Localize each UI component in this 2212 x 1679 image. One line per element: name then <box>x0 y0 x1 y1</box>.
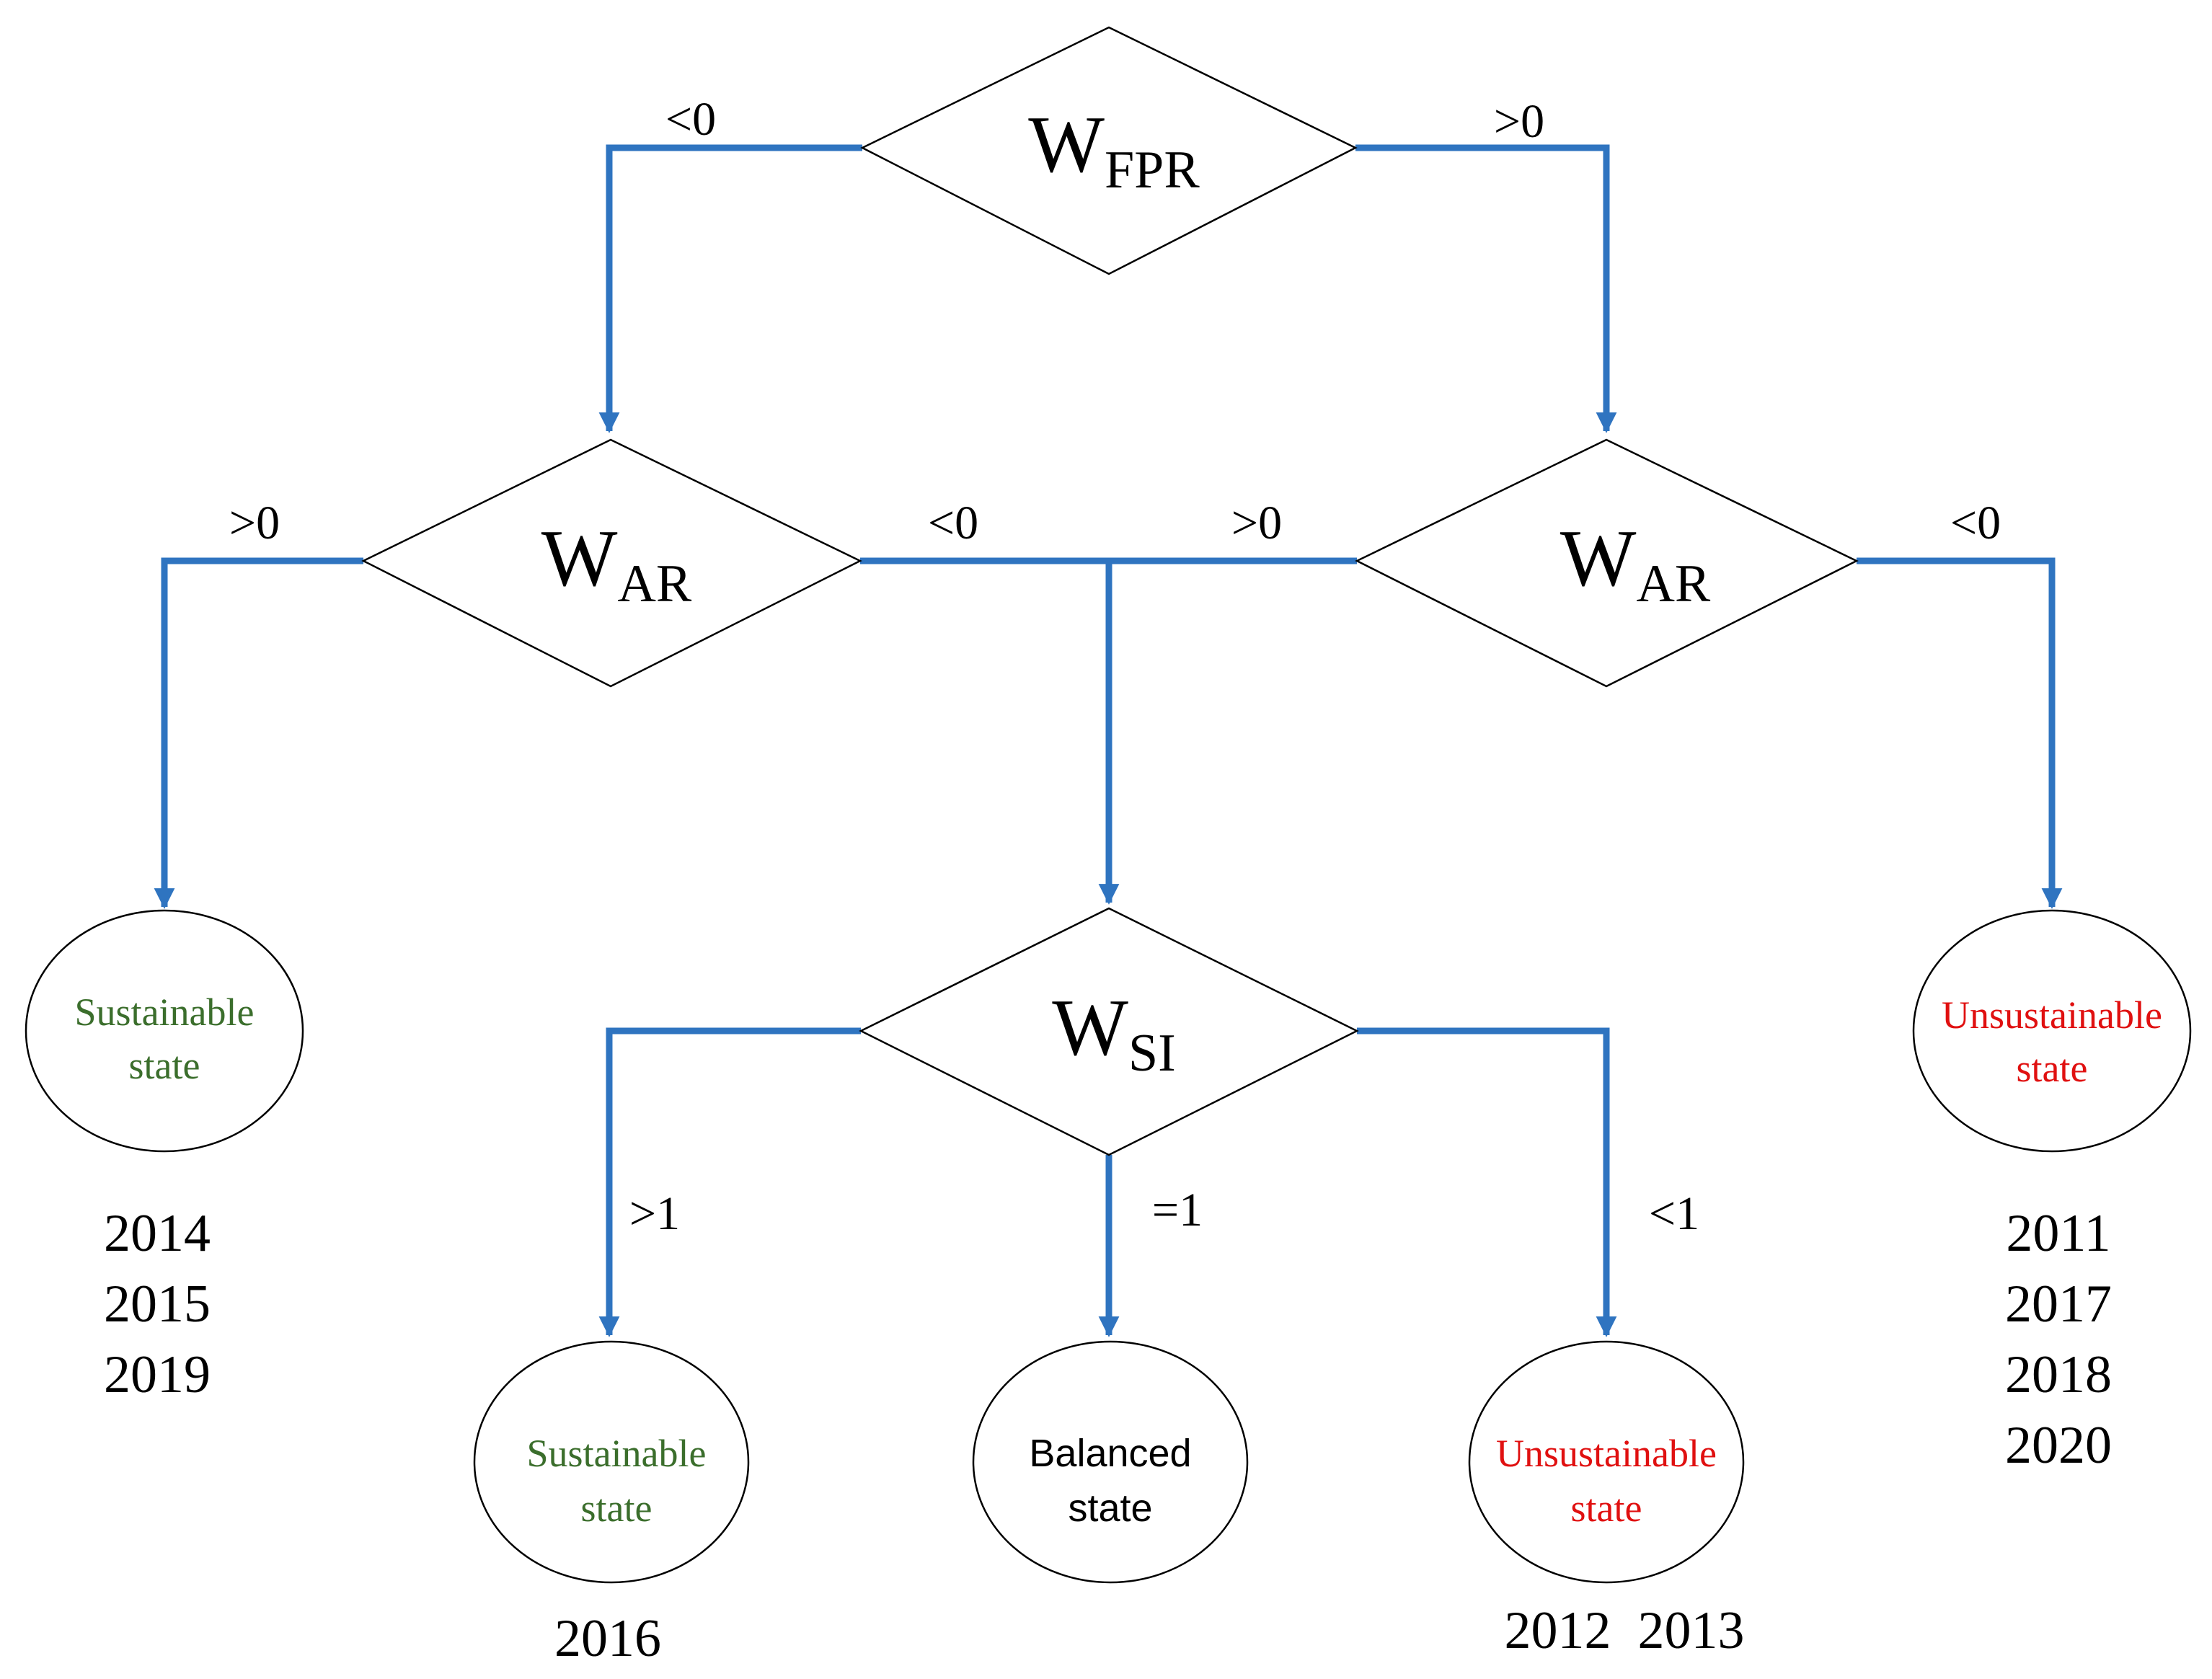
decision-si: WSI <box>859 907 1359 1156</box>
condition-ar-left-right: <0 <box>928 497 978 549</box>
condition-fpr-right: >0 <box>1494 95 1544 148</box>
condition-ar-right-right: <0 <box>1950 497 2001 549</box>
decision-fpr-label: WFPR <box>1028 100 1200 200</box>
condition-ar-right-left: >0 <box>1231 497 1282 549</box>
edge-si-to-unsustainable <box>1357 1027 1617 1337</box>
condition-fpr-left: <0 <box>665 93 716 146</box>
edge-ar-right-to-unsustainable <box>1857 557 2063 909</box>
outcome-bottom-right-line1: Unsustainable <box>1496 1432 1717 1475</box>
condition-si-right: <1 <box>1649 1187 1699 1240</box>
decision-ar-left-label: WAR <box>541 514 692 613</box>
years-far-right-0: 2011 <box>2006 1204 2110 1263</box>
years-far-left-0: 2014 <box>104 1204 211 1263</box>
outcome-far-left-line2: state <box>129 1044 200 1087</box>
outcome-bottom-right-line2: state <box>1571 1487 1642 1530</box>
outcome-far-left: Sustainable state <box>25 909 304 1153</box>
decision-ar-left: WAR <box>361 438 862 688</box>
edge-si-to-sustainable <box>598 1027 861 1337</box>
outcome-bottom-left-line2: state <box>581 1487 652 1530</box>
years-bottom-right-0: 2012 2013 <box>1505 1601 1745 1660</box>
years-bottom-left-0: 2016 <box>554 1609 661 1668</box>
outcome-far-right-line2: state <box>2017 1047 2088 1090</box>
edge-fpr-to-ar-left <box>598 144 862 433</box>
condition-si-mid: =1 <box>1152 1184 1203 1236</box>
decision-fpr: WFPR <box>860 26 1358 275</box>
condition-si-left: >1 <box>629 1187 680 1240</box>
condition-ar-left-left: >0 <box>229 497 280 549</box>
edge-ar-left-to-sustainable <box>154 557 363 909</box>
outcome-bottom-left-line1: Sustainable <box>527 1432 707 1475</box>
years-far-left-1: 2015 <box>104 1275 211 1334</box>
years-far-right-2: 2018 <box>2005 1345 2112 1404</box>
edge-fpr-to-ar-right <box>1355 144 1617 433</box>
years-far-left-2: 2019 <box>104 1345 211 1404</box>
decision-ar-right: WAR <box>1355 438 1859 688</box>
outcome-far-right: Unsustainable state <box>1912 909 2192 1153</box>
years-far-right-1: 2017 <box>2005 1275 2112 1334</box>
outcome-bottom-mid: Balanced state <box>972 1340 1249 1584</box>
outcome-bottom-mid-line2: state <box>1068 1487 1152 1530</box>
outcome-bottom-right: Unsustainable state <box>1468 1340 1745 1584</box>
years-far-right-3: 2020 <box>2005 1416 2112 1475</box>
outcome-bottom-mid-line1: Balanced <box>1029 1432 1191 1475</box>
decision-ar-right-label: WAR <box>1560 514 1711 613</box>
decision-si-label: WSI <box>1052 983 1176 1083</box>
outcome-far-right-line1: Unsustainable <box>1942 993 2162 1037</box>
outcome-far-left-line1: Sustainable <box>75 991 255 1034</box>
outcome-bottom-left: Sustainable state <box>473 1340 750 1584</box>
